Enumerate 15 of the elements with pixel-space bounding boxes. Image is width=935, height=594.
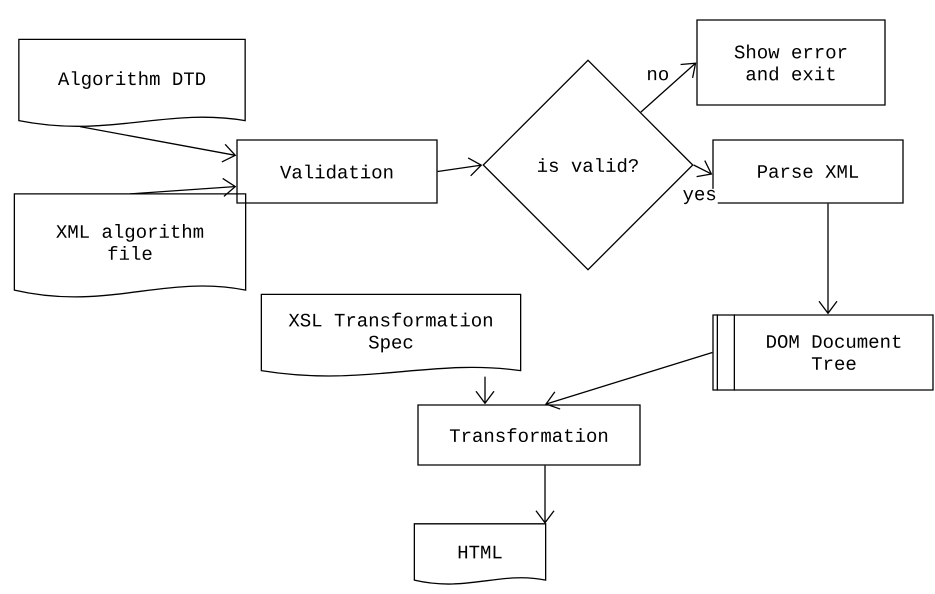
predefined-process-box: DOM Document Tree <box>712 314 934 391</box>
arrow <box>438 157 482 176</box>
process-box: Validation <box>236 139 438 204</box>
process-box: Show error and exit <box>696 19 886 106</box>
edge-label: no <box>645 68 670 82</box>
arrow <box>475 376 495 404</box>
edge-label: yes <box>682 188 718 206</box>
arrow <box>640 62 696 113</box>
arrow <box>130 178 236 197</box>
arrow <box>818 204 838 314</box>
arrow <box>80 126 236 163</box>
arrow <box>693 160 712 178</box>
arrow <box>545 352 713 410</box>
process-box: Transformation <box>417 404 641 466</box>
arrow <box>535 466 555 524</box>
